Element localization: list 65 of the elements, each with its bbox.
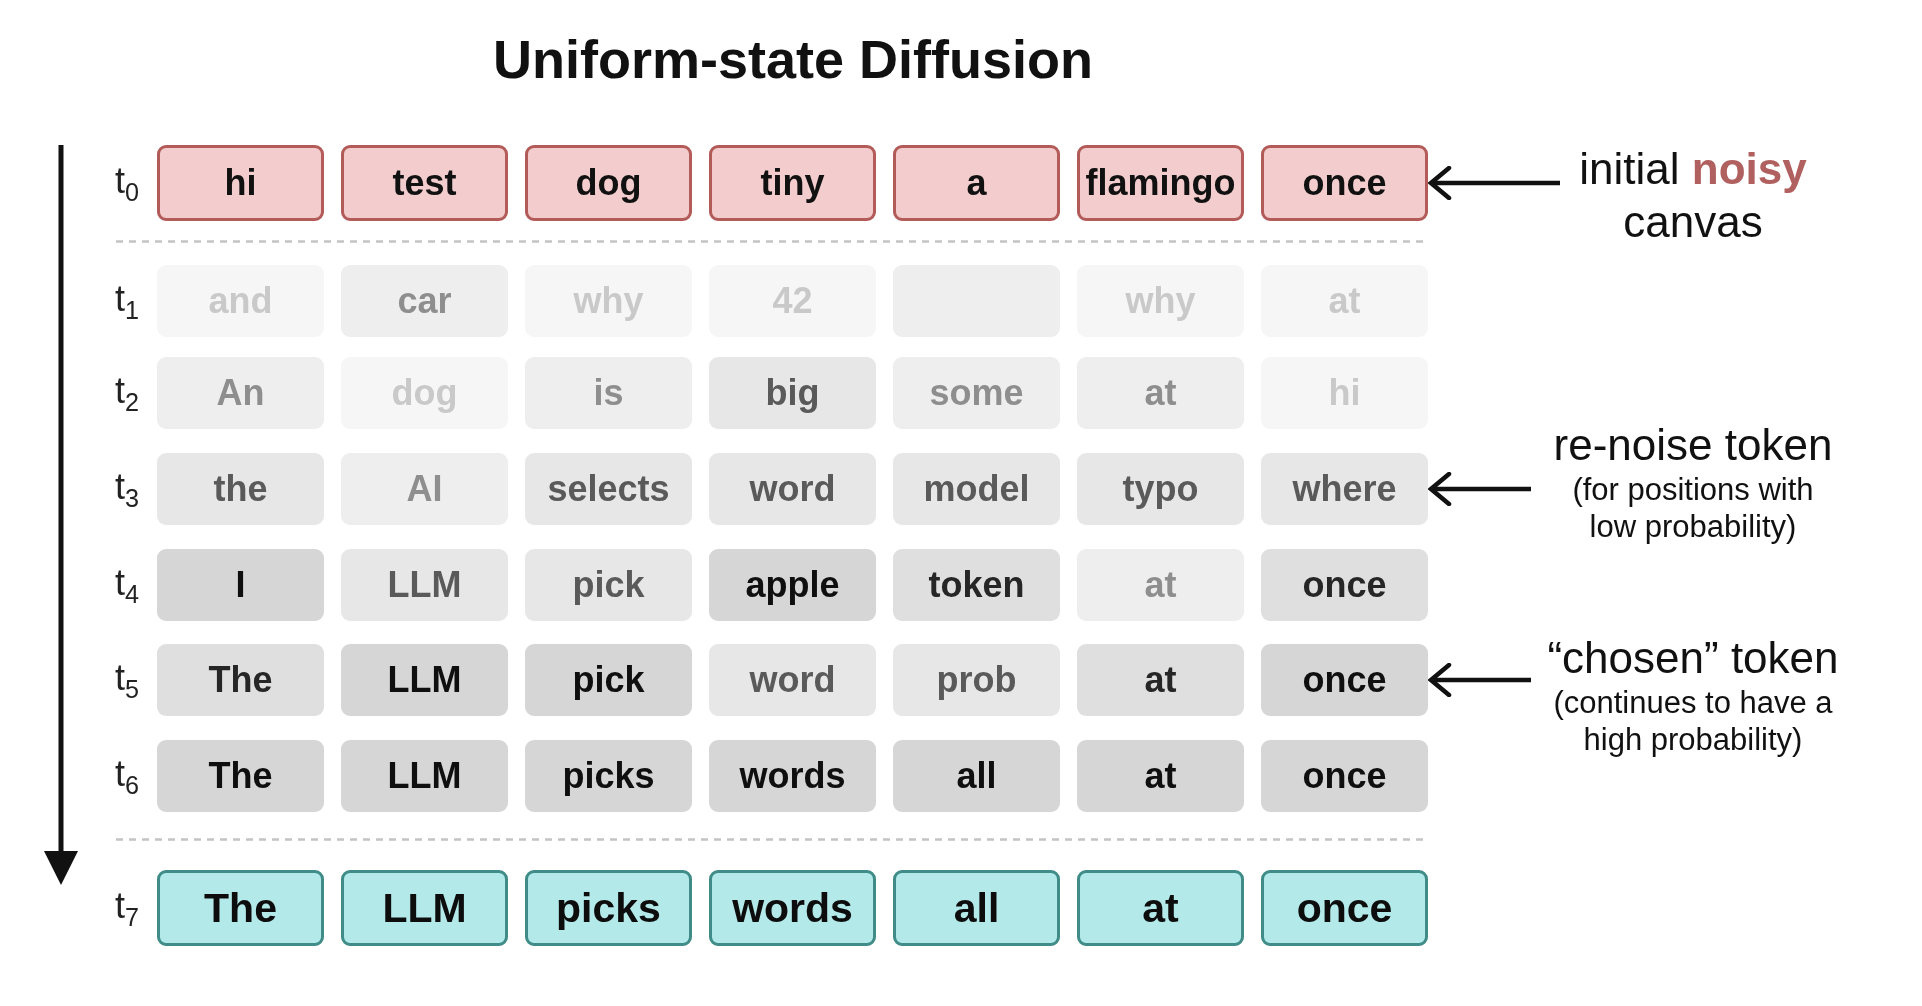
- row-label: t$_{2}$: [114, 371, 139, 411]
- token-tile: LLM: [341, 644, 508, 716]
- token-tile: is: [525, 357, 692, 429]
- token-tile: word: [709, 644, 876, 716]
- token-tile: word: [709, 453, 876, 525]
- token-tile: AI: [341, 453, 508, 525]
- token-tile: at: [1077, 357, 1244, 429]
- token-tile: at: [1077, 870, 1244, 946]
- token-tile: token: [893, 549, 1060, 621]
- token-tile: words: [709, 740, 876, 812]
- token-tile: once: [1261, 870, 1428, 946]
- row-label: t$_{5}$: [114, 658, 139, 698]
- token-tile: dog: [525, 145, 692, 221]
- token-tile: selects: [525, 453, 692, 525]
- token-tile: all: [893, 870, 1060, 946]
- token-tile: picks: [525, 870, 692, 946]
- annotation-note: (for positions with low probability): [1571, 471, 1815, 545]
- token-tile: picks: [525, 740, 692, 812]
- token-tile: test: [341, 145, 508, 221]
- token-tile: at: [1077, 740, 1244, 812]
- token-tile: once: [1261, 644, 1428, 716]
- row-label: t$_{0}$: [114, 161, 139, 201]
- token-tile: car: [341, 265, 508, 337]
- token-tile: words: [709, 870, 876, 946]
- row-label: t$_{7}$: [114, 886, 139, 926]
- token-tile: once: [1261, 549, 1428, 621]
- token-tile: once: [1261, 740, 1428, 812]
- title: Uniform-state Diffusion: [493, 28, 1093, 90]
- token-tile: a: [893, 145, 1060, 221]
- arrow: [1428, 165, 1560, 201]
- token-tile: The: [157, 644, 324, 716]
- token-tile: I: [157, 549, 324, 621]
- token-tile: the: [157, 453, 324, 525]
- token-tile: all: [893, 740, 1060, 812]
- token-tile: apple: [709, 549, 876, 621]
- arrow: [1428, 662, 1531, 698]
- token-tile: tiny: [709, 145, 876, 221]
- token-tile: The: [157, 870, 324, 946]
- token-tile: at: [1077, 549, 1244, 621]
- token-tile: The: [157, 740, 324, 812]
- token-tile: pick: [525, 644, 692, 716]
- token-tile: LLM: [341, 870, 508, 946]
- annotation-heading: “chosen” token: [1547, 632, 1839, 684]
- token-tile: big: [709, 357, 876, 429]
- token-tile: once: [1261, 145, 1428, 221]
- token-tile: prob: [893, 644, 1060, 716]
- token-tile: some: [893, 357, 1060, 429]
- token-tile: LLM: [341, 549, 508, 621]
- token-tile: hi: [157, 145, 324, 221]
- row-label: t$_{4}$: [114, 563, 139, 603]
- arrow: [1428, 471, 1531, 507]
- annotation-heading: re-noise token: [1553, 419, 1833, 471]
- annotation-text: initial noisy canvas: [1562, 142, 1824, 248]
- row-label: t$_{3}$: [114, 467, 139, 507]
- token-tile: LLM: [341, 740, 508, 812]
- token-tile: model: [893, 453, 1060, 525]
- token-tile: flamingo: [1077, 145, 1244, 221]
- row-label: t$_{6}$: [114, 754, 139, 794]
- token-tile: at: [1077, 644, 1244, 716]
- token-tile: pick: [525, 549, 692, 621]
- row-label: t$_{1}$: [114, 279, 139, 319]
- token-tile: typo: [1077, 453, 1244, 525]
- token-tile: where: [1261, 453, 1428, 525]
- token-tile: An: [157, 357, 324, 429]
- annotation-note: (continues to have a high probability): [1552, 684, 1834, 758]
